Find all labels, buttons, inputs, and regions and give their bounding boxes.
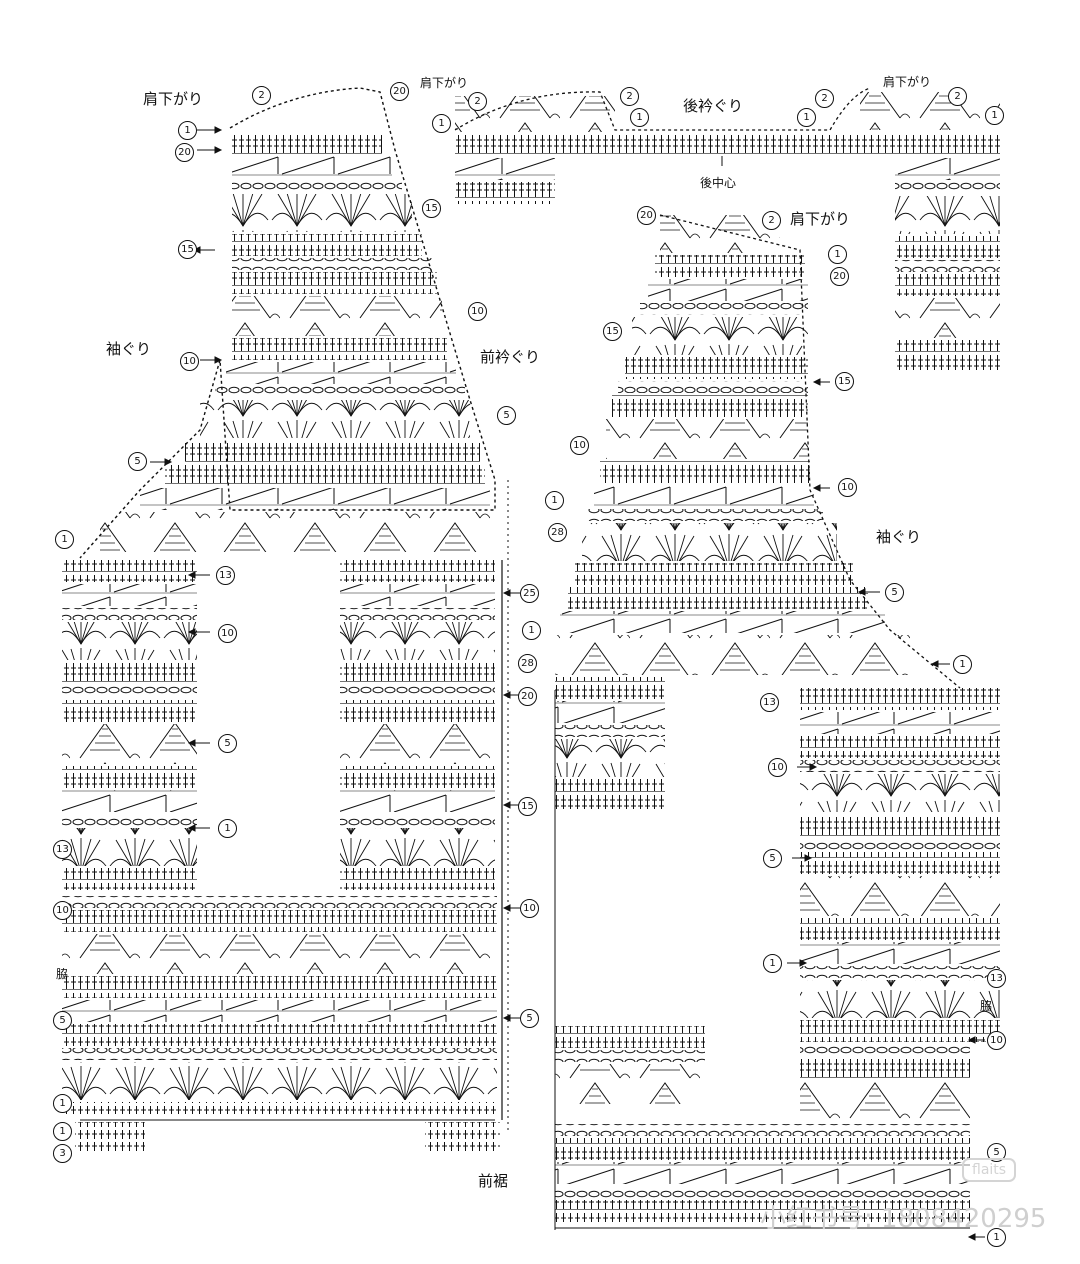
label-side-right: 脇 — [980, 999, 993, 1013]
round-marker-1: 1 — [987, 1228, 1006, 1247]
back-neck-piece — [454, 87, 1000, 370]
round-marker-1: 1 — [55, 530, 74, 549]
round-marker-1: 1 — [53, 1094, 72, 1113]
round-marker-5: 5 — [218, 734, 237, 753]
round-marker-1: 1 — [630, 108, 649, 127]
round-marker-10: 10 — [768, 758, 787, 777]
label-front-hem: 前裾 — [478, 1172, 509, 1190]
round-marker-2: 2 — [948, 87, 967, 106]
round-marker-1: 1 — [178, 121, 197, 140]
round-marker-2: 2 — [252, 86, 271, 105]
round-marker-5: 5 — [497, 406, 516, 425]
round-marker-15: 15 — [422, 199, 441, 218]
round-marker-5: 5 — [763, 849, 782, 868]
round-marker-13: 13 — [53, 840, 72, 859]
label-shoulder-drop-back-left: 肩下がり — [420, 76, 469, 90]
label-back-center: 後中心 — [700, 176, 737, 190]
round-marker-20: 20 — [637, 206, 656, 225]
watermark-text: 小红书号: 1808420295 — [760, 1204, 1047, 1234]
round-marker-15: 15 — [835, 372, 854, 391]
round-marker-10: 10 — [570, 436, 589, 455]
round-marker-10: 10 — [987, 1031, 1006, 1050]
round-marker-10: 10 — [838, 478, 857, 497]
label-shoulder-drop-front-left: 肩下がり — [143, 90, 204, 108]
round-marker-10: 10 — [218, 624, 237, 643]
round-marker-28: 28 — [518, 654, 537, 673]
round-marker-10: 10 — [53, 901, 72, 920]
round-marker-1: 1 — [545, 491, 564, 510]
label-armhole-left: 袖ぐり — [106, 340, 152, 358]
label-back-neckline: 後衿ぐり — [683, 97, 744, 115]
label-front-neckline: 前衿ぐり — [480, 348, 541, 366]
round-marker-2: 2 — [620, 87, 639, 106]
round-marker-1: 1 — [522, 621, 541, 640]
round-marker-20: 20 — [518, 687, 537, 706]
round-arrows — [150, 126, 985, 1241]
watermark-logo: flaits — [962, 1158, 1017, 1182]
round-marker-2: 2 — [762, 211, 781, 230]
round-marker-1: 1 — [218, 819, 237, 838]
round-marker-10: 10 — [520, 899, 539, 918]
label-shoulder-drop-front-right: 肩下がり — [790, 210, 851, 228]
round-marker-2: 2 — [815, 89, 834, 108]
front-right-piece — [554, 214, 1000, 1230]
front-left-piece — [62, 87, 509, 1152]
round-marker-13: 13 — [760, 693, 779, 712]
round-marker-15: 15 — [518, 797, 537, 816]
round-marker-5: 5 — [53, 1011, 72, 1030]
round-marker-1: 1 — [432, 114, 451, 133]
round-marker-20: 20 — [830, 267, 849, 286]
label-armhole-right: 袖ぐり — [876, 528, 922, 546]
round-marker-2: 2 — [468, 92, 487, 111]
round-marker-5: 5 — [520, 1009, 539, 1028]
round-marker-15: 15 — [603, 322, 622, 341]
round-marker-10: 10 — [468, 302, 487, 321]
round-marker-13: 13 — [216, 566, 235, 585]
round-marker-1: 1 — [828, 245, 847, 264]
round-marker-5: 5 — [987, 1143, 1006, 1162]
round-marker-28: 28 — [548, 523, 567, 542]
round-marker-20: 20 — [390, 82, 409, 101]
label-shoulder-drop-back-right: 肩下がり — [883, 75, 932, 89]
round-marker-1: 1 — [985, 106, 1004, 125]
label-side-left: 脇 — [56, 967, 69, 981]
round-marker-10: 10 — [180, 352, 199, 371]
round-marker-13: 13 — [987, 969, 1006, 988]
round-marker-1: 1 — [763, 954, 782, 973]
round-marker-25: 25 — [520, 584, 539, 603]
round-marker-20: 20 — [175, 143, 194, 162]
round-marker-5: 5 — [885, 583, 904, 602]
round-marker-1: 1 — [797, 108, 816, 127]
round-marker-5: 5 — [128, 452, 147, 471]
round-marker-1: 1 — [53, 1122, 72, 1141]
round-marker-15: 15 — [178, 240, 197, 259]
round-marker-1: 1 — [953, 655, 972, 674]
round-marker-3: 3 — [53, 1144, 72, 1163]
